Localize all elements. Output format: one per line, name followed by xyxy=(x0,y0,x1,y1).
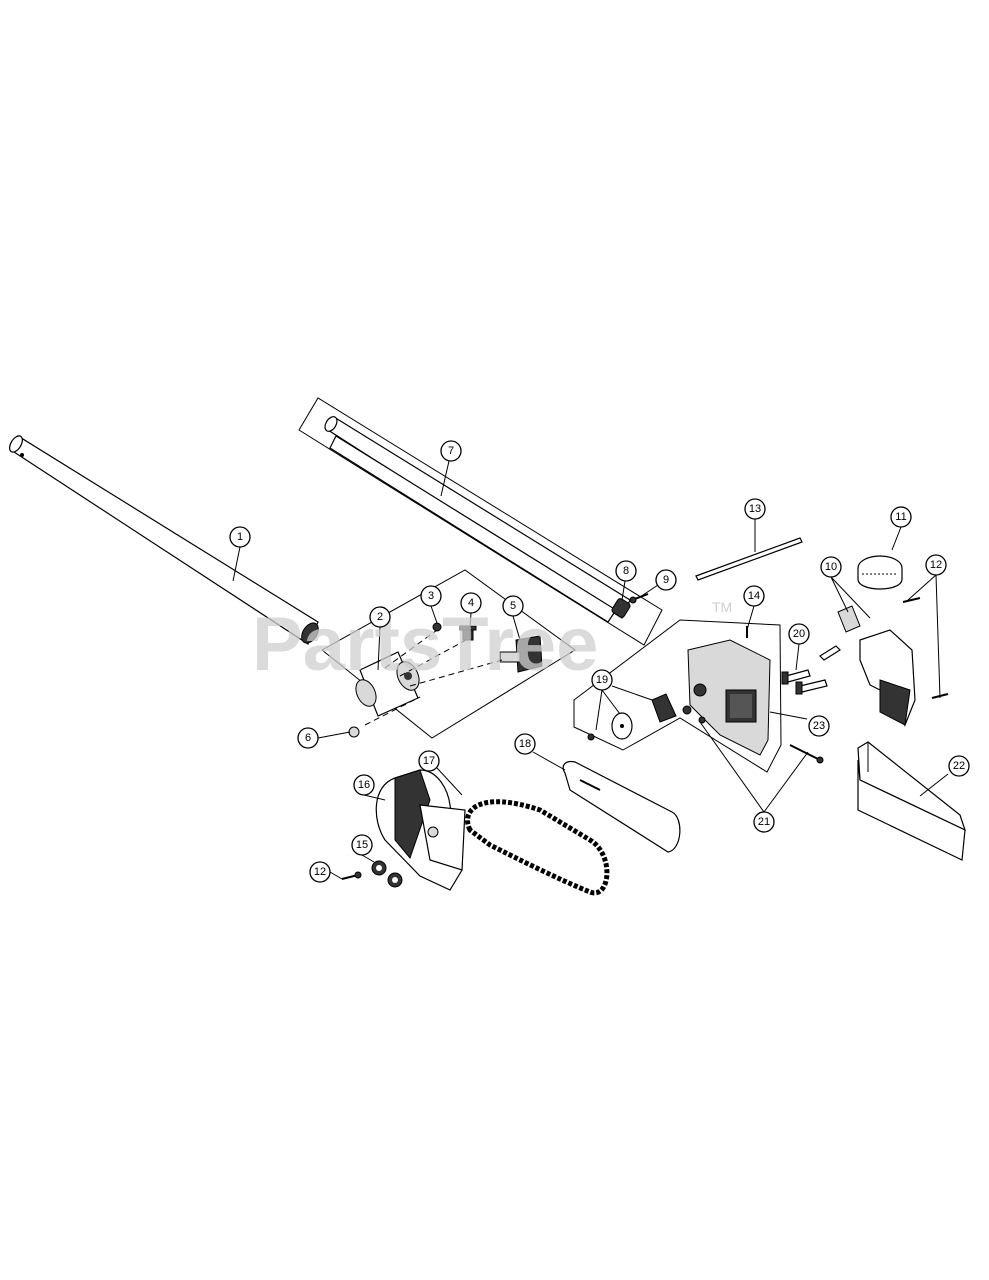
callout-18-label: 18 xyxy=(519,738,531,750)
callout-11: 11 xyxy=(890,506,912,528)
callout-6-label: 6 xyxy=(305,732,311,744)
guide-bar xyxy=(562,760,681,853)
callout-8-label: 8 xyxy=(623,565,629,577)
callout-13: 13 xyxy=(744,498,766,520)
callout-13-label: 13 xyxy=(749,503,761,515)
shaft-end-cap xyxy=(611,598,631,618)
callout-20: 20 xyxy=(788,623,810,645)
chain-cover xyxy=(375,769,466,891)
upper-shaft-group xyxy=(298,397,663,646)
screw-12-left xyxy=(341,871,362,880)
callout-9: 9 xyxy=(655,569,677,591)
callout-6: 6 xyxy=(297,727,319,749)
callout-22: 22 xyxy=(948,755,970,777)
callout-19-label: 19 xyxy=(596,674,608,686)
lower-shaft-tube xyxy=(9,435,319,645)
saw-chain xyxy=(465,799,610,896)
callout-16: 16 xyxy=(353,774,375,796)
callout-1-label: 1 xyxy=(237,531,243,543)
callout-14-label: 14 xyxy=(748,590,760,602)
callout-3-label: 3 xyxy=(428,590,434,602)
callout-2-label: 2 xyxy=(377,611,383,623)
watermark-text: PartsTree xyxy=(252,602,598,687)
callout-1: 1 xyxy=(229,526,251,548)
callout-4: 4 xyxy=(460,592,482,614)
callout-7: 7 xyxy=(440,440,462,462)
callout-7-label: 7 xyxy=(448,445,454,457)
oil-tank xyxy=(819,605,916,728)
callout-9-label: 9 xyxy=(663,574,669,586)
watermark: PartsTree TM xyxy=(252,599,732,687)
bolts-20 xyxy=(781,669,828,695)
callout-10: 10 xyxy=(820,556,842,578)
callout-8: 8 xyxy=(615,560,637,582)
callout-23-label: 23 xyxy=(813,720,825,732)
callout-17-label: 17 xyxy=(423,755,435,767)
callout-15: 15 xyxy=(351,834,373,856)
callout-5-label: 5 xyxy=(510,600,516,612)
callout-4-label: 4 xyxy=(468,597,474,609)
callout-12-right-label: 12 xyxy=(930,559,942,571)
gearbox-housing xyxy=(687,639,771,756)
upper-shaft-tube xyxy=(324,416,631,623)
bracket-5 xyxy=(499,635,543,673)
scabbard xyxy=(857,741,967,861)
screws-21 xyxy=(682,705,706,724)
callout-15-label: 15 xyxy=(356,839,368,851)
callout-2: 2 xyxy=(369,606,391,628)
callout-23: 23 xyxy=(808,715,830,737)
long-screw-21 xyxy=(789,744,824,764)
callout-3: 3 xyxy=(420,585,442,607)
callout-12-left: 12 xyxy=(309,861,331,883)
callout-5: 5 xyxy=(502,595,524,617)
callout-12-right: 12 xyxy=(925,554,947,576)
callout-21-label: 21 xyxy=(758,816,770,828)
rod-13 xyxy=(695,537,803,581)
callout-18: 18 xyxy=(514,733,536,755)
nut-6 xyxy=(348,726,360,738)
callout-16-label: 16 xyxy=(358,779,370,791)
sprocket-19 xyxy=(587,693,677,741)
callout-21: 21 xyxy=(753,811,775,833)
bolt-4 xyxy=(459,625,477,641)
coupler xyxy=(355,651,420,717)
callout-22-label: 22 xyxy=(953,760,965,772)
tank-cap xyxy=(857,555,903,590)
callout-11-label: 11 xyxy=(895,511,906,523)
callout-19: 19 xyxy=(591,669,613,691)
nuts-15 xyxy=(371,860,403,888)
callout-10-label: 10 xyxy=(825,561,837,573)
callout-17: 17 xyxy=(418,750,440,772)
callout-20-label: 20 xyxy=(793,628,805,640)
watermark-tm: TM xyxy=(712,599,732,615)
leader-lines xyxy=(232,460,949,880)
callout-14: 14 xyxy=(743,585,765,607)
callout-12-left-label: 12 xyxy=(314,866,326,878)
